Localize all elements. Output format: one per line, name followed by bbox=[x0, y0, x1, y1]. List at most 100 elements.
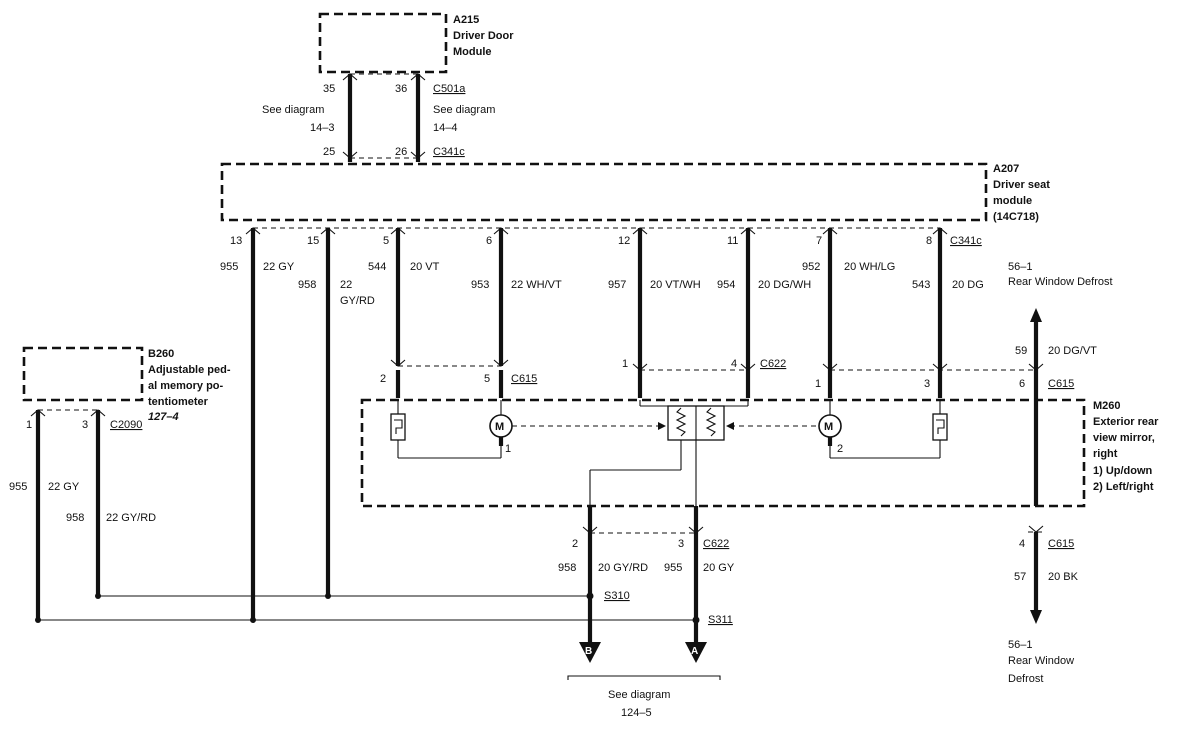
a207-driver-seat-module: A207 Driver seat module (14C718) bbox=[220, 162, 1050, 223]
right-motor-pin-2: 2 bbox=[837, 443, 843, 455]
bottom-color-20-gy-rd: 20 GY/RD bbox=[598, 562, 648, 574]
a207-line-3: (14C718) bbox=[993, 211, 1039, 223]
m260-mirror: M260 Exterior rear view mirror, right 1)… bbox=[360, 398, 1159, 508]
arrow-a-label: A bbox=[691, 646, 698, 657]
c622-top-connector: 1 4 C622 bbox=[622, 358, 786, 398]
b260-ref: 127–4 bbox=[148, 411, 179, 423]
defrost-connector-c615: C615 bbox=[1048, 378, 1074, 390]
circuit-543: 543 bbox=[912, 279, 930, 291]
color-20-dg: 20 DG bbox=[952, 279, 984, 291]
ground-pin-4: 4 bbox=[1019, 538, 1025, 550]
splice-s310: S310 bbox=[604, 590, 630, 602]
defrost-color: 20 DG/VT bbox=[1048, 345, 1097, 357]
b260-pedal-potentiometer: B260 Adjustable ped- al memory po- tenti… bbox=[9, 346, 231, 620]
top-pin-35: 35 bbox=[323, 83, 335, 95]
a215-line-2: Module bbox=[453, 46, 492, 58]
splice-lines: S310 S311 bbox=[35, 590, 733, 626]
b260-color-22-gy: 22 GY bbox=[48, 481, 80, 493]
m260-line-1: Exterior rear bbox=[1093, 416, 1159, 428]
b260-pin-1: 1 bbox=[26, 419, 32, 431]
bottom-circuit-955: 955 bbox=[664, 562, 682, 574]
seat-pin-13: 13 bbox=[230, 235, 242, 247]
color-22-wh-vt: 22 WH/VT bbox=[511, 279, 562, 291]
top-pin-25: 25 bbox=[323, 146, 335, 158]
connector-c341c: C341c bbox=[950, 235, 982, 247]
b260-line-2: al memory po- bbox=[148, 380, 224, 392]
seat-pin-12: 12 bbox=[618, 235, 630, 247]
b260-id: B260 bbox=[148, 348, 174, 360]
b260-pin-3: 3 bbox=[82, 419, 88, 431]
c615-right-pin-3: 3 bbox=[924, 378, 930, 390]
seat-module-wires bbox=[245, 227, 948, 620]
c615-right-connector: 1 3 bbox=[815, 363, 1044, 398]
rear-defrost-ref-top: 56–1 bbox=[1008, 261, 1032, 273]
rear-defrost-line-1: Rear Window bbox=[1008, 655, 1074, 667]
c622-bottom-connector: 2 3 C622 958 20 GY/RD 955 20 GY bbox=[558, 506, 735, 648]
c622-bottom-pin-2: 2 bbox=[572, 538, 578, 550]
bottom-color-20-gy: 20 GY bbox=[703, 562, 735, 574]
color-gy-rd: GY/RD bbox=[340, 295, 375, 307]
seat-pin-5: 5 bbox=[383, 235, 389, 247]
color-20-vt: 20 VT bbox=[410, 261, 440, 273]
see-diagram-right: See diagram bbox=[433, 104, 495, 116]
splice-s311: S311 bbox=[708, 614, 733, 626]
a215-line-1: Driver Door bbox=[453, 30, 514, 42]
see-diagram-bottom: See diagram bbox=[608, 689, 670, 701]
m260-function-1: 1) Up/down bbox=[1093, 465, 1153, 477]
circuit-958: 958 bbox=[298, 279, 316, 291]
a215-driver-door-module: A215 Driver Door Module bbox=[318, 12, 514, 74]
connector-c501a: C501a bbox=[433, 83, 466, 95]
see-diagram-left-ref: 14–3 bbox=[310, 122, 334, 134]
arrow-a-icon bbox=[685, 642, 707, 663]
a215-id: A215 bbox=[453, 14, 479, 26]
top-pin-36: 36 bbox=[395, 83, 407, 95]
c622-top-pin-1: 1 bbox=[622, 358, 628, 370]
m260-line-2: view mirror, bbox=[1093, 432, 1155, 444]
a215-box bbox=[318, 12, 448, 74]
arrow-b-icon bbox=[579, 642, 601, 663]
circuit-544: 544 bbox=[368, 261, 386, 273]
c622-bottom-pin-3: 3 bbox=[678, 538, 684, 550]
b260-color-22-gy-rd: 22 GY/RD bbox=[106, 512, 156, 524]
m260-box bbox=[360, 398, 1086, 508]
a215-a207-wiring: 35 36 C501a See diagram 14–3 See diagram… bbox=[262, 73, 495, 162]
left-motor-pin-1: 1 bbox=[505, 443, 511, 455]
see-diagram-right-ref: 14–4 bbox=[433, 122, 457, 134]
circuit-955: 955 bbox=[220, 261, 238, 273]
ground-color-20-bk: 20 BK bbox=[1048, 571, 1079, 583]
m260-line-3: right bbox=[1093, 448, 1118, 460]
circuit-952: 952 bbox=[802, 261, 820, 273]
seat-pin-labels: 13 15 5 6 12 11 7 8 C341c 955 22 GY 958 … bbox=[220, 235, 984, 307]
color-20-dg-wh: 20 DG/WH bbox=[758, 279, 811, 291]
splice-dot bbox=[95, 593, 101, 599]
a207-id: A207 bbox=[993, 163, 1019, 175]
c622-bottom-name: C622 bbox=[703, 538, 729, 550]
rear-defrost-label-top: Rear Window Defrost bbox=[1008, 276, 1113, 288]
output-arrows: B A See diagram 124–5 bbox=[567, 642, 721, 719]
circuit-953: 953 bbox=[471, 279, 489, 291]
m260-id: M260 bbox=[1093, 400, 1121, 412]
seat-pin-7: 7 bbox=[816, 235, 822, 247]
circuit-954: 954 bbox=[717, 279, 735, 291]
b260-line-3: tentiometer bbox=[148, 396, 209, 408]
b260-circuit-955: 955 bbox=[9, 481, 27, 493]
splice-dot bbox=[325, 593, 331, 599]
rear-defrost-ref-bottom: 56–1 bbox=[1008, 639, 1032, 651]
m260-function-2: 2) Left/right bbox=[1093, 481, 1154, 493]
c615-left-pin-2: 2 bbox=[380, 373, 386, 385]
bottom-circuit-958: 958 bbox=[558, 562, 576, 574]
c622-top-name: C622 bbox=[760, 358, 786, 370]
rear-defrost-line-2: Defrost bbox=[1008, 673, 1043, 685]
seat-pin-15: 15 bbox=[307, 235, 319, 247]
top-pin-26: 26 bbox=[395, 146, 407, 158]
color-20-vt-wh: 20 VT/WH bbox=[650, 279, 701, 291]
a207-box bbox=[220, 162, 988, 222]
connector-c2090: C2090 bbox=[110, 419, 142, 431]
splice-dot bbox=[35, 617, 41, 623]
seat-pin-6: 6 bbox=[486, 235, 492, 247]
left-motor-symbol: M bbox=[495, 421, 504, 433]
color-22: 22 bbox=[340, 279, 352, 291]
splice-dot bbox=[250, 617, 256, 623]
c615-left-name: C615 bbox=[511, 373, 537, 385]
